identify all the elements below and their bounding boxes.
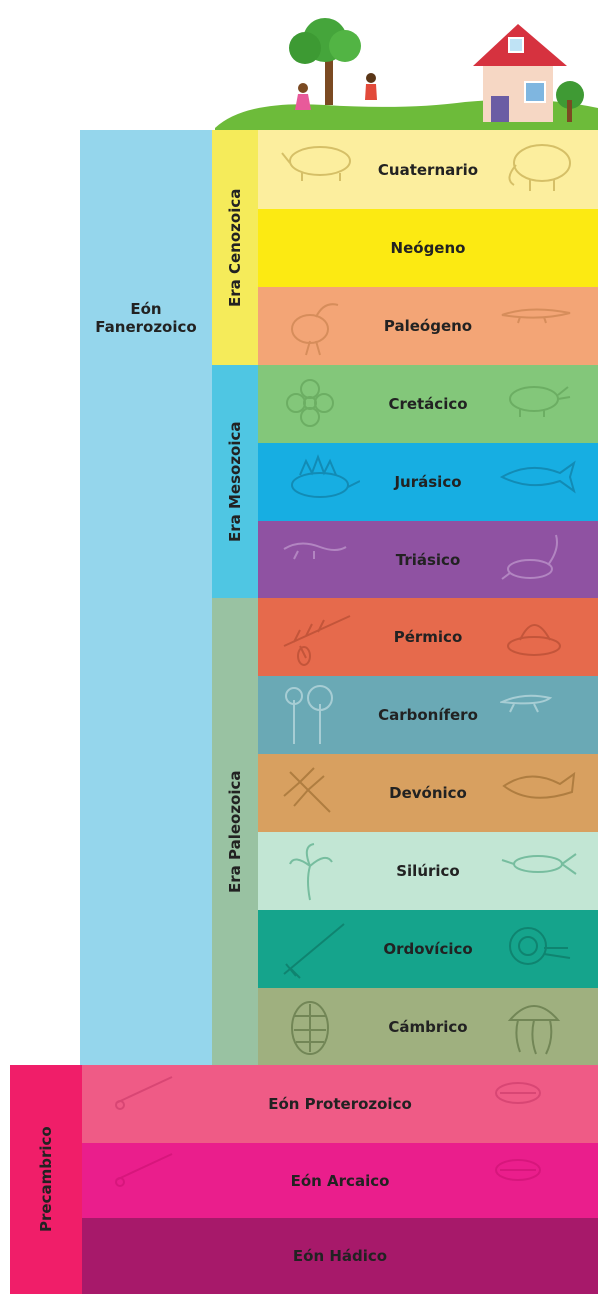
- period-row: Paleógeno: [258, 287, 598, 365]
- eon-name: Eón Hádico: [82, 1218, 598, 1294]
- period-name: Cámbrico: [258, 988, 598, 1065]
- precambrian-eon-row: Eón Arcaico: [82, 1143, 598, 1218]
- period-row: Jurásico: [258, 443, 598, 521]
- era-mesozoica: Era Mesozoica: [212, 365, 258, 598]
- period-name: Cretácico: [258, 365, 598, 443]
- period-name: Silúrico: [258, 832, 598, 910]
- period-name: Carbonífero: [258, 676, 598, 754]
- period-row: Cámbrico: [258, 988, 598, 1065]
- era-label: Era Mesozoica: [226, 421, 244, 542]
- eon-fanerozoico: Eón Fanerozoico: [80, 130, 212, 1065]
- tree-icon: [289, 18, 361, 105]
- period-row: Ordovícico: [258, 910, 598, 988]
- precambrico-label: Precambrico: [37, 1127, 55, 1233]
- period-name: Triásico: [258, 521, 598, 598]
- period-row: Pérmico: [258, 598, 598, 676]
- period-row: Cuaternario: [258, 130, 598, 209]
- precambrico-band: Precambrico: [10, 1065, 82, 1294]
- landscape-illustration: [205, 0, 598, 130]
- era-label: Era Paleozoica: [226, 770, 244, 893]
- period-row: Cretácico: [258, 365, 598, 443]
- house-icon: [473, 24, 584, 122]
- eon-name: Eón Proterozoico: [82, 1065, 598, 1143]
- era-label: Era Cenozoica: [226, 188, 244, 306]
- eon-name: Eón Arcaico: [82, 1143, 598, 1218]
- period-row: Silúrico: [258, 832, 598, 910]
- period-name: Cuaternario: [258, 130, 598, 209]
- period-name: Devónico: [258, 754, 598, 832]
- era-paleozoica: Era Paleozoica: [212, 598, 258, 1065]
- era-cenozoica: Era Cenozoica: [212, 130, 258, 365]
- children-icon: [295, 73, 377, 110]
- period-name: Ordovícico: [258, 910, 598, 988]
- period-name: Neógeno: [258, 209, 598, 287]
- surface-scene: [205, 0, 598, 130]
- period-name: Paleógeno: [258, 287, 598, 365]
- precambrian-eon-row: Eón Proterozoico: [82, 1065, 598, 1143]
- period-row: Carbonífero: [258, 676, 598, 754]
- period-row: Neógeno: [258, 209, 598, 287]
- precambrian-eon-row: Eón Hádico: [82, 1218, 598, 1294]
- period-name: Pérmico: [258, 598, 598, 676]
- period-row: Triásico: [258, 521, 598, 598]
- eon-fanerozoico-label: Eón Fanerozoico: [95, 300, 196, 336]
- period-name: Jurásico: [258, 443, 598, 521]
- period-row: Devónico: [258, 754, 598, 832]
